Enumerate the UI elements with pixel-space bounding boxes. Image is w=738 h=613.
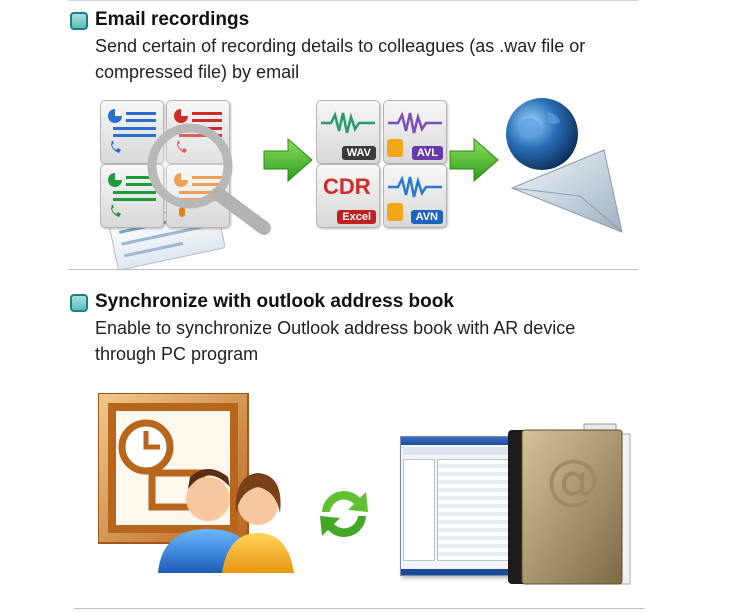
avn-file-icon: AVN: [383, 164, 447, 228]
magnifier-icon: [147, 123, 271, 235]
green-arrow-icon: [449, 137, 499, 183]
sync-icon: [320, 491, 368, 537]
lock-icon: [387, 139, 403, 157]
section-divider: [68, 269, 638, 270]
section-title-sync: Synchronize with outlook address book: [95, 291, 454, 312]
avl-label: AVL: [411, 146, 443, 160]
lock-icon: [387, 203, 403, 221]
bottom-divider: [74, 608, 644, 609]
section-desc-sync: Enable to synchronize Outlook address bo…: [95, 318, 576, 364]
green-arrow-icon: [263, 137, 313, 183]
section-bullet-icon: [70, 294, 88, 312]
globe-envelope-icon: [506, 98, 623, 233]
report-tile-green-icon: [100, 164, 164, 228]
excel-label: Excel: [337, 210, 376, 224]
section-bullet-icon: [70, 12, 88, 30]
pc-program-screenshot-icon: [400, 436, 520, 576]
cdr-excel-icon: CDR Excel: [316, 164, 380, 228]
top-divider: [68, 0, 638, 1]
avn-label: AVN: [410, 210, 443, 224]
section-title-email: Email recordings: [95, 9, 250, 30]
address-book-icon: [508, 423, 631, 585]
cdr-label: CDR: [323, 174, 371, 199]
at-sign-icon: @: [546, 448, 600, 511]
avl-file-icon: AVL: [383, 100, 447, 164]
outlook-contacts-icon: [98, 393, 294, 573]
report-tile-blue-icon: [100, 100, 164, 164]
wav-label: WAV: [341, 146, 376, 160]
section-desc-email: Send certain of recording details to col…: [95, 36, 586, 82]
wav-file-icon: WAV: [316, 100, 380, 164]
